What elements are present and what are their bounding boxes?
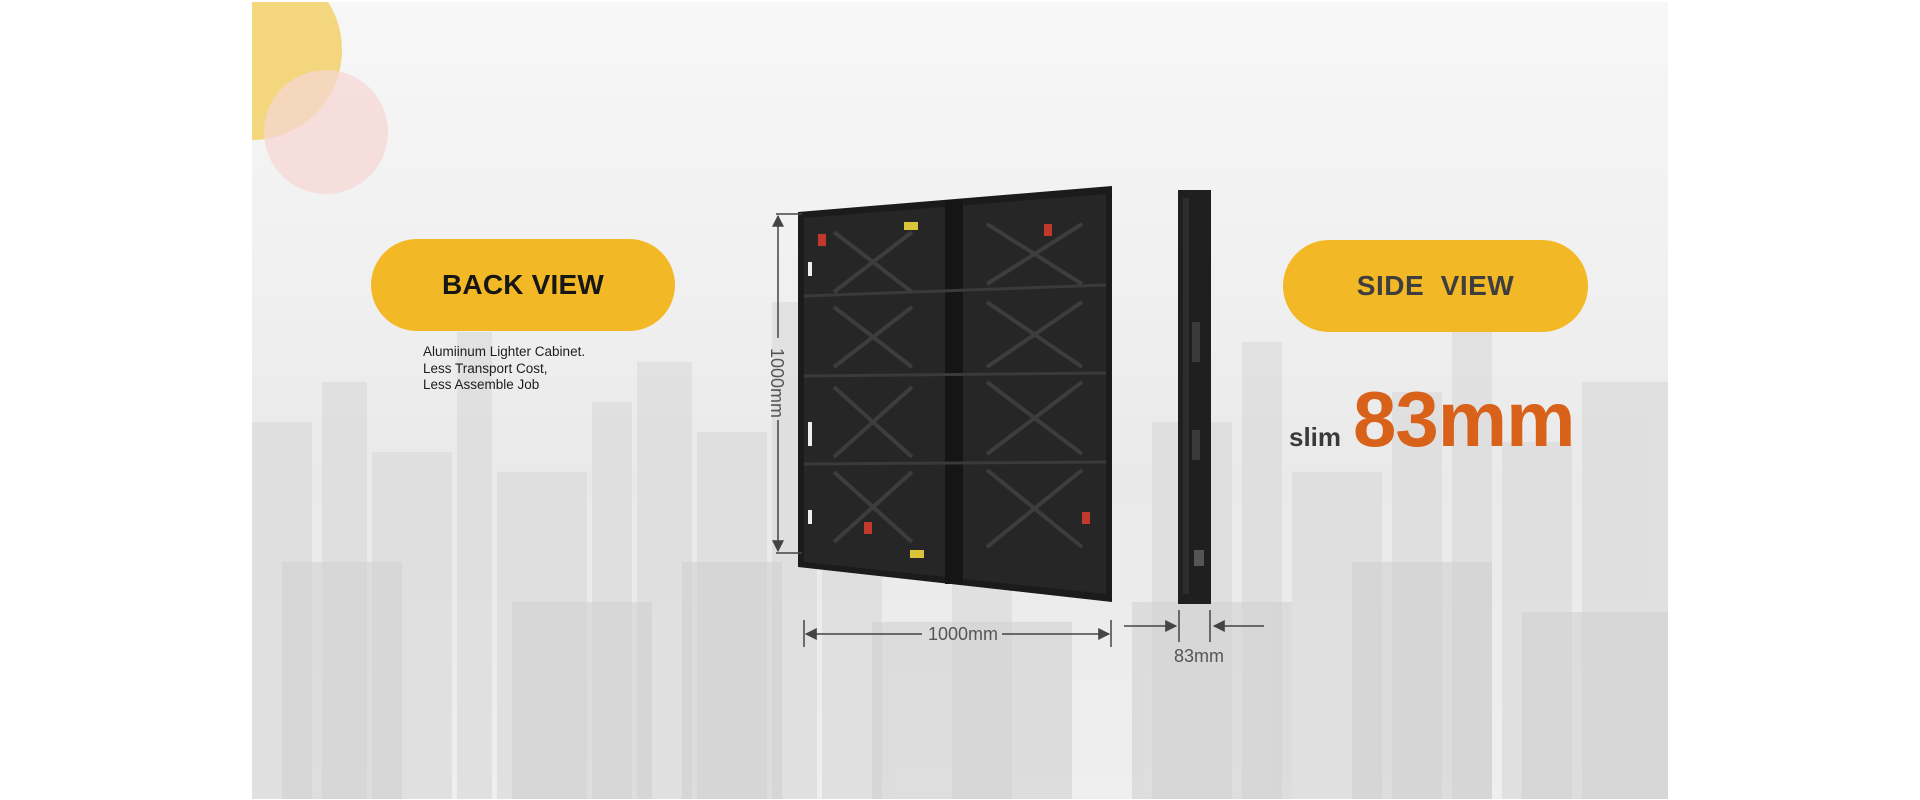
feature-item: Less Transport Cost, xyxy=(423,360,548,376)
depth-dimension-label: 83mm xyxy=(1174,646,1224,666)
cabinet-side-view-image xyxy=(1178,190,1211,604)
feature-item: Alumiinum Lighter Cabinet. xyxy=(423,344,586,359)
city-skyline-background xyxy=(252,2,1668,799)
slim-depth-callout: slim 83mm xyxy=(1289,375,1576,463)
feature-item: Less Assemble Job xyxy=(423,377,540,392)
slim-value: 83mm xyxy=(1353,375,1575,463)
width-dimension-line xyxy=(803,620,1112,647)
cabinet-drawing: 1000mm 1000mm 83mm xyxy=(767,186,1264,666)
back-view-title: BACK VIEW xyxy=(441,269,605,300)
hero-banner: BACK VIEW Alumiinum Lighter Cabinet. Les… xyxy=(252,2,1668,799)
width-dimension-label: 1000mm xyxy=(928,624,998,644)
cabinet-back-view-image xyxy=(798,186,1112,602)
height-dimension-label: 1000mm xyxy=(767,348,787,418)
back-view-badge: BACK VIEW xyxy=(371,239,675,331)
depth-dimension-line xyxy=(1124,610,1264,642)
height-dimension-line xyxy=(772,213,802,554)
back-view-feature-list: Alumiinum Lighter Cabinet. Less Transpor… xyxy=(423,344,585,394)
side-view-title: SIDE VIEW xyxy=(1356,270,1515,301)
side-view-badge: SIDE VIEW xyxy=(1283,240,1588,332)
slim-label: slim xyxy=(1289,422,1342,452)
decorative-pink-circle xyxy=(264,70,388,194)
